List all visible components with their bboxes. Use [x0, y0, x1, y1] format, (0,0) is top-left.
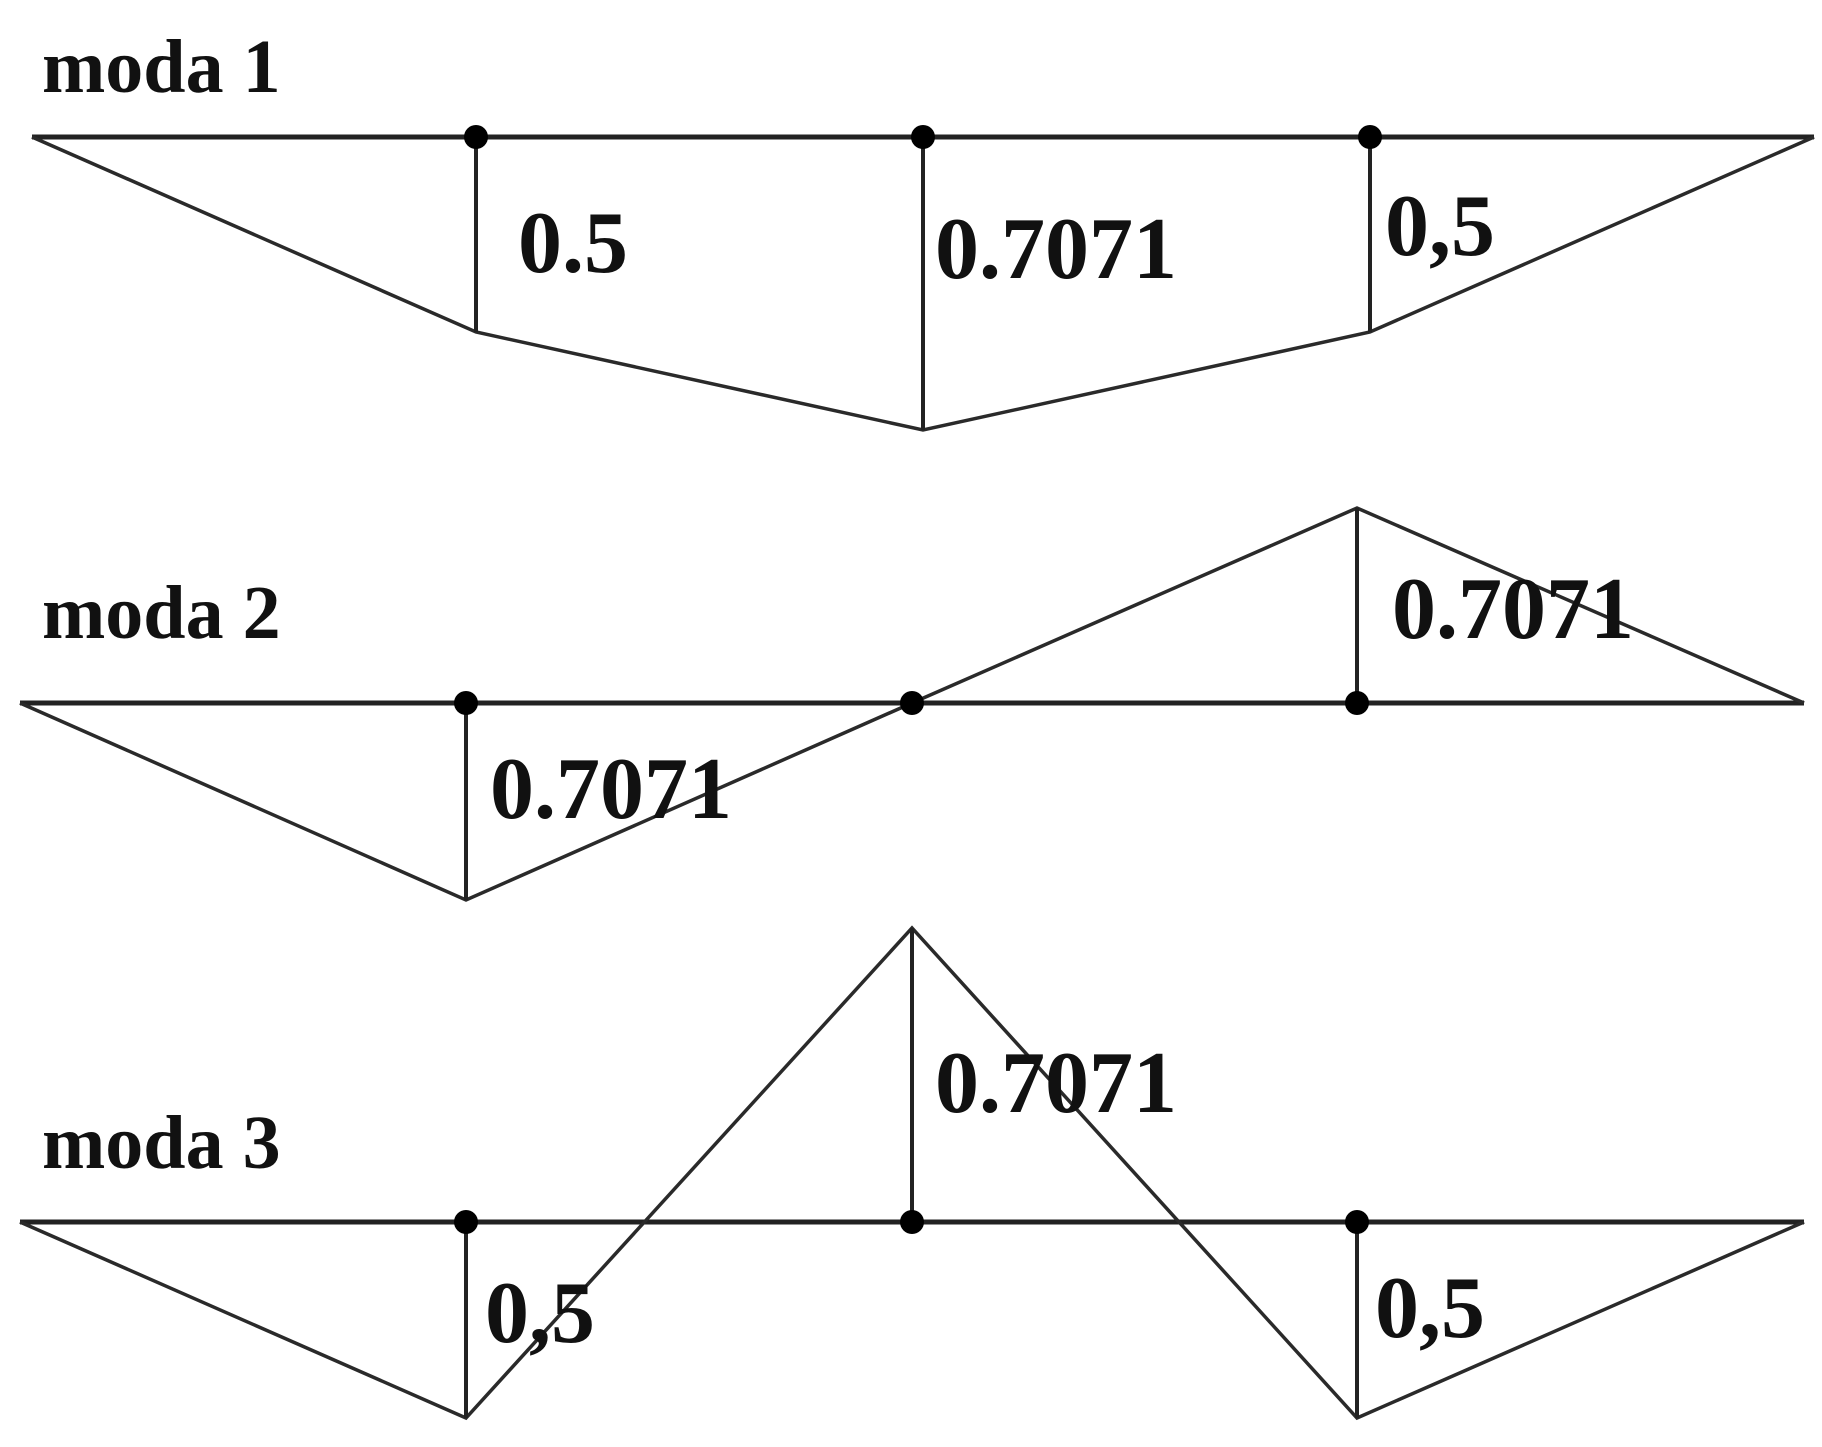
mode-1-value-3: 0,5 — [1385, 178, 1495, 275]
mode-3-label: moda 3 — [42, 1101, 281, 1185]
mode-2-value-2: 0.7071 — [1392, 561, 1634, 658]
mode-3-value-2: 0.7071 — [935, 1035, 1177, 1132]
mode-3-node-3 — [1345, 1210, 1369, 1234]
mode-1-node-2 — [911, 125, 935, 149]
mode-3-node-2 — [900, 1210, 924, 1234]
mode-2-node-3 — [1345, 691, 1369, 715]
mode-1-node-3 — [1358, 125, 1382, 149]
mode-2-node-2 — [900, 691, 924, 715]
mode-3-value-1: 0,5 — [485, 1265, 595, 1362]
mode-1-value-2: 0.7071 — [935, 201, 1177, 298]
mode-2-value-1: 0.7071 — [490, 741, 732, 838]
mode-2-label: moda 2 — [42, 571, 281, 655]
mode-3-node-1 — [454, 1210, 478, 1234]
mode-1-value-1: 0.5 — [518, 195, 628, 292]
mode-2-group: moda 2 0.7071 0.7071 — [19, 506, 1805, 902]
mode-3-group: moda 3 0,5 0.7071 0,5 — [19, 925, 1805, 1421]
mode-1-node-1 — [464, 125, 488, 149]
mode-3-value-3: 0,5 — [1375, 1260, 1485, 1357]
mode-1-label: moda 1 — [42, 25, 281, 109]
mode-1-group: moda 1 0.5 0.7071 0,5 — [31, 25, 1815, 432]
mode-2-node-1 — [454, 691, 478, 715]
